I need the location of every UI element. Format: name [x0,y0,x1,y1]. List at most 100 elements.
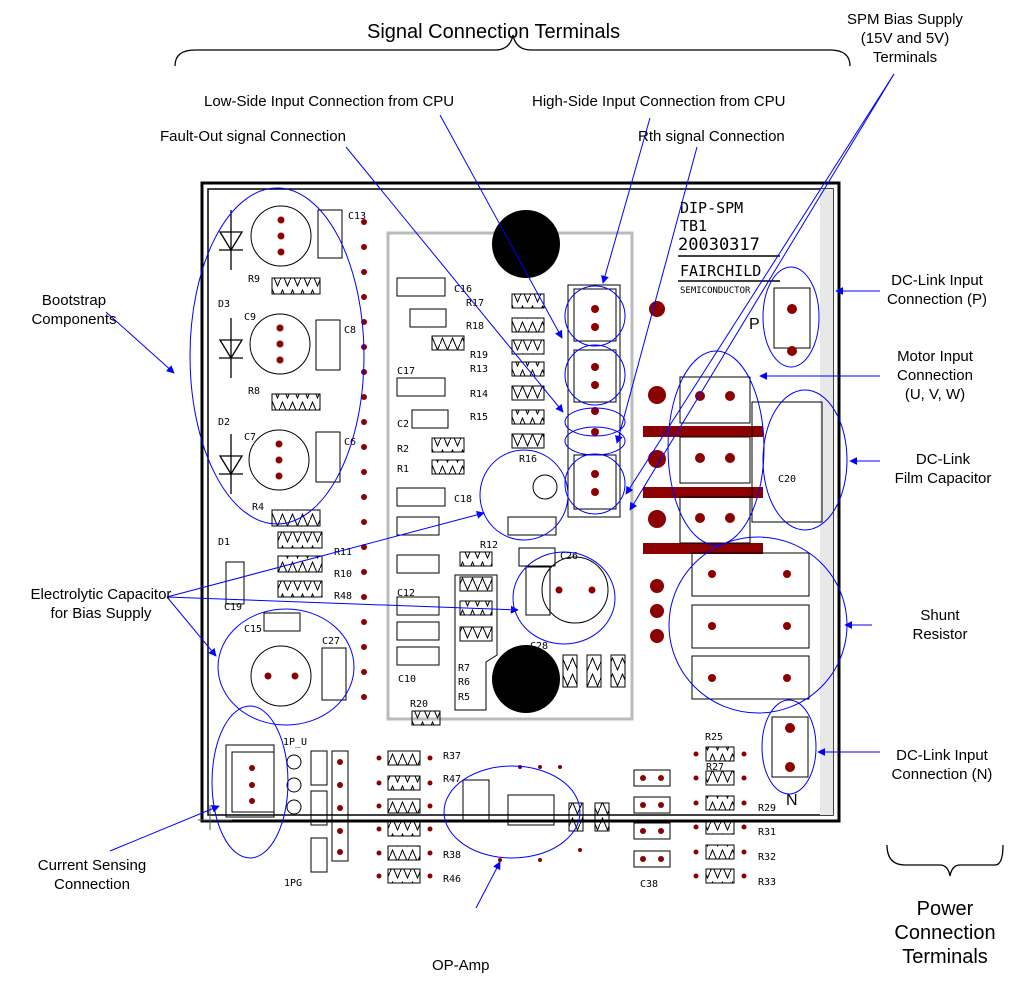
svg-text:C8: C8 [344,325,356,336]
svg-text:C15: C15 [244,624,262,635]
power-brace [886,844,1004,877]
svg-text:D1: D1 [218,537,230,548]
dc-link-n-line2: Connection (N) [891,766,993,783]
svg-text:R4: R4 [252,502,264,513]
svg-text:R32: R32 [758,852,776,863]
svg-text:C20: C20 [778,474,796,485]
svg-text:C13: C13 [348,211,366,222]
svg-text:R29: R29 [758,803,776,814]
electrolytic-line2: for Bias Supply [50,605,152,622]
svg-text:R7: R7 [458,663,470,674]
bootstrap-label: Bootstrap Components [24,291,124,329]
svg-text:C18: C18 [454,494,472,505]
svg-text:1P_U: 1P_U [283,737,307,748]
svg-text:R27: R27 [706,762,724,773]
resistors-left [271,277,323,598]
bus-bars [643,426,763,554]
electrolytic-line1: Electrolytic Capacitor [30,586,172,603]
power-pads [648,301,666,643]
resistor-outline [454,574,498,711]
svg-text:C27: C27 [322,636,340,647]
motor-input-line1: Motor Input [897,348,973,365]
motor-input-line3: (U, V, W) [904,386,966,403]
shunt-line2: Resistor [912,626,968,643]
current-sense-line1: Current Sensing [37,857,147,874]
spm-bias-label: SPM Bias Supply (15V and 5V) Terminals [845,10,965,67]
svg-text:D2: D2 [218,417,230,428]
svg-text:SEMICONDUCTOR: SEMICONDUCTOR [680,286,751,296]
mount-hole-bottom [492,645,560,713]
shunt-line1: Shunt [920,607,960,624]
spm-bias-line3: Terminals [872,49,938,66]
svg-text:FAIRCHILD: FAIRCHILD [680,262,761,280]
op-amp-label: OP-Amp [432,957,490,974]
motor-input-label: Motor Input Connection (U, V, W) [880,347,990,404]
film-cap-line2: Film Capacitor [894,470,992,487]
svg-text:R10: R10 [334,569,352,580]
svg-text:C10: C10 [398,674,416,685]
dc-link-p-line1: DC-Link Input [891,272,983,289]
svg-text:R48: R48 [334,591,352,602]
power-line3: Terminals [902,946,988,968]
svg-text:C7: C7 [244,432,256,443]
bootstrap-line2: Components [31,311,117,328]
svg-text:R38: R38 [443,850,461,861]
mount-hole-top [492,210,560,278]
bottom-pads [249,751,747,879]
terminal-p-label: P [749,316,760,333]
dc-link-n-line1: DC-Link Input [896,747,988,764]
electrolytic-label: Electrolytic Capacitor for Bias Supply [16,585,186,623]
svg-text:R6: R6 [458,677,470,688]
svg-text:R19: R19 [470,350,488,361]
film-cap-label: DC-Link Film Capacitor [878,450,1008,488]
svg-text:R12: R12 [480,540,498,551]
board-title: DIP-SPM TB1 20030317 FAIRCHILD SEMICONDU… [678,199,780,296]
svg-text:R8: R8 [248,386,260,397]
svg-text:C6: C6 [344,437,356,448]
motor-terminals [679,287,823,778]
film-cap-line1: DC-Link [915,451,971,468]
svg-text:R47: R47 [443,774,461,785]
signal-brace [174,34,851,67]
svg-text:20030317: 20030317 [678,235,760,255]
svg-text:DIP-SPM: DIP-SPM [680,199,743,217]
svg-text:R20: R20 [410,699,428,710]
svg-text:1PG: 1PG [284,878,302,889]
svg-text:R37: R37 [443,751,461,762]
bottom-resistors [387,746,735,884]
bootstrap-line1: Bootstrap [41,292,107,309]
leader-arrows [105,73,895,909]
svg-text:R13: R13 [470,364,488,375]
low-side-label: Low-Side Input Connection from CPU [204,93,455,110]
signal-terminals-label: Signal Connection Terminals [367,21,621,43]
svg-text:R15: R15 [470,412,488,423]
cap-pads [264,216,596,680]
svg-text:C26: C26 [560,551,578,562]
svg-text:C17: C17 [397,366,415,377]
svg-text:R5: R5 [458,692,470,703]
svg-text:C19: C19 [224,602,242,613]
svg-text:C28: C28 [530,641,548,652]
svg-text:R25: R25 [705,732,723,743]
diodes [218,210,244,494]
svg-text:R2: R2 [397,444,409,455]
svg-text:R11: R11 [334,547,352,558]
current-sense-line2: Connection [54,876,130,893]
dc-link-n-label: DC-Link Input Connection (N) [877,746,1007,784]
rth-label: Rth signal Connection [638,128,785,145]
svg-text:R17: R17 [466,298,484,309]
shunt-label: Shunt Resistor [900,606,980,644]
svg-text:TB1: TB1 [680,217,707,235]
svg-text:C12: C12 [397,588,415,599]
pad-column [361,219,367,700]
power-line1: Power [916,898,974,920]
annotation-ellipses [189,187,848,859]
current-sense-label: Current Sensing Connection [22,856,162,894]
spm-bias-line2: (15V and 5V) [860,30,950,47]
terminal-pads [695,304,797,772]
svg-text:C38: C38 [640,879,658,890]
svg-text:R9: R9 [248,274,260,285]
svg-text:C9: C9 [244,312,256,323]
dc-link-p-label: DC-Link Input Connection (P) [877,271,997,309]
svg-text:C2: C2 [397,419,409,430]
